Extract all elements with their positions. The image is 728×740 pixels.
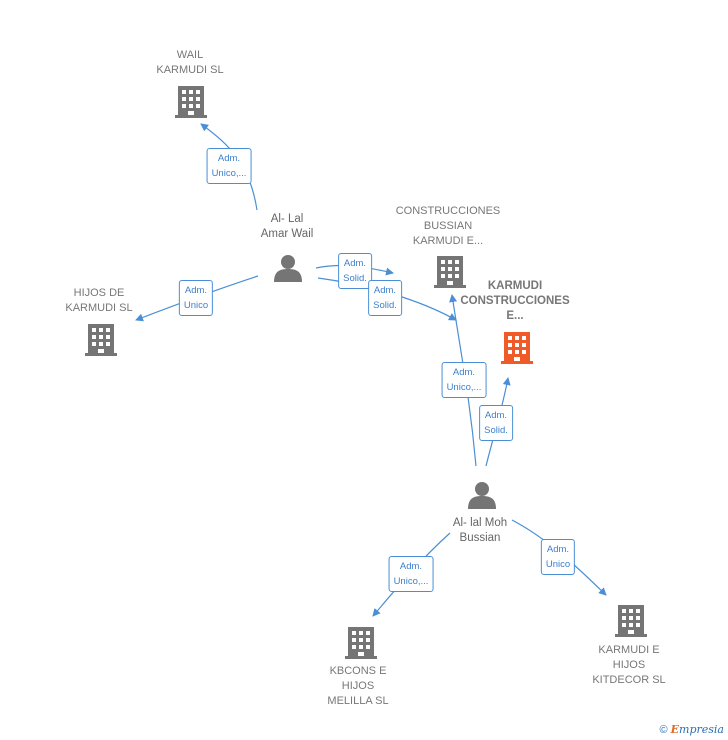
company-building-icon[interactable] (615, 605, 647, 637)
relation-label[interactable]: Adm. Solid. (479, 405, 513, 441)
company-label-wail-karmudi[interactable]: WAIL KARMUDI SL (156, 49, 224, 76)
person-icon[interactable] (274, 255, 302, 282)
person-label-amar-wail[interactable]: Al- Lal Amar Wail (260, 213, 314, 240)
company-building-icon[interactable] (175, 86, 207, 118)
main-company-building-icon[interactable] (501, 332, 533, 364)
person-label-moh-bussian[interactable]: Al- lal Moh Bussian (452, 517, 508, 544)
relation-label[interactable]: Adm. Solid. (368, 280, 402, 316)
company-label-hijos-de-karmudi[interactable]: HIJOS DE KARMUDI SL (65, 287, 133, 314)
person-icon[interactable] (468, 482, 496, 509)
company-building-icon[interactable] (345, 627, 377, 659)
company-label-kbcons[interactable]: KBCONS E HIJOS MELILLA SL (327, 665, 389, 707)
relation-label[interactable]: Adm. Unico,... (206, 148, 252, 184)
empresia-watermark: © Empresia (659, 723, 724, 736)
company-label-construcciones-bussian[interactable]: CONSTRUCCIONES BUSSIAN KARMUDI E... (395, 205, 501, 247)
copyright-icon: © (659, 724, 668, 736)
empresia-logo: Empresia (670, 723, 724, 736)
company-building-icon[interactable] (85, 324, 117, 356)
relation-label[interactable]: Adm. Unico,... (388, 556, 434, 592)
relation-label[interactable]: Adm. Unico (540, 539, 576, 575)
relation-label[interactable]: Adm. Unico,... (441, 362, 487, 398)
company-label-kitdecor[interactable]: KARMUDI E HIJOS KITDECOR SL (592, 644, 666, 686)
relation-label[interactable]: Adm. Unico (178, 280, 214, 316)
company-label-karmudi-construcciones[interactable]: KARMUDI CONSTRUCCIONES E... (460, 280, 570, 322)
relation-label[interactable]: Adm. Solid. (338, 253, 372, 289)
